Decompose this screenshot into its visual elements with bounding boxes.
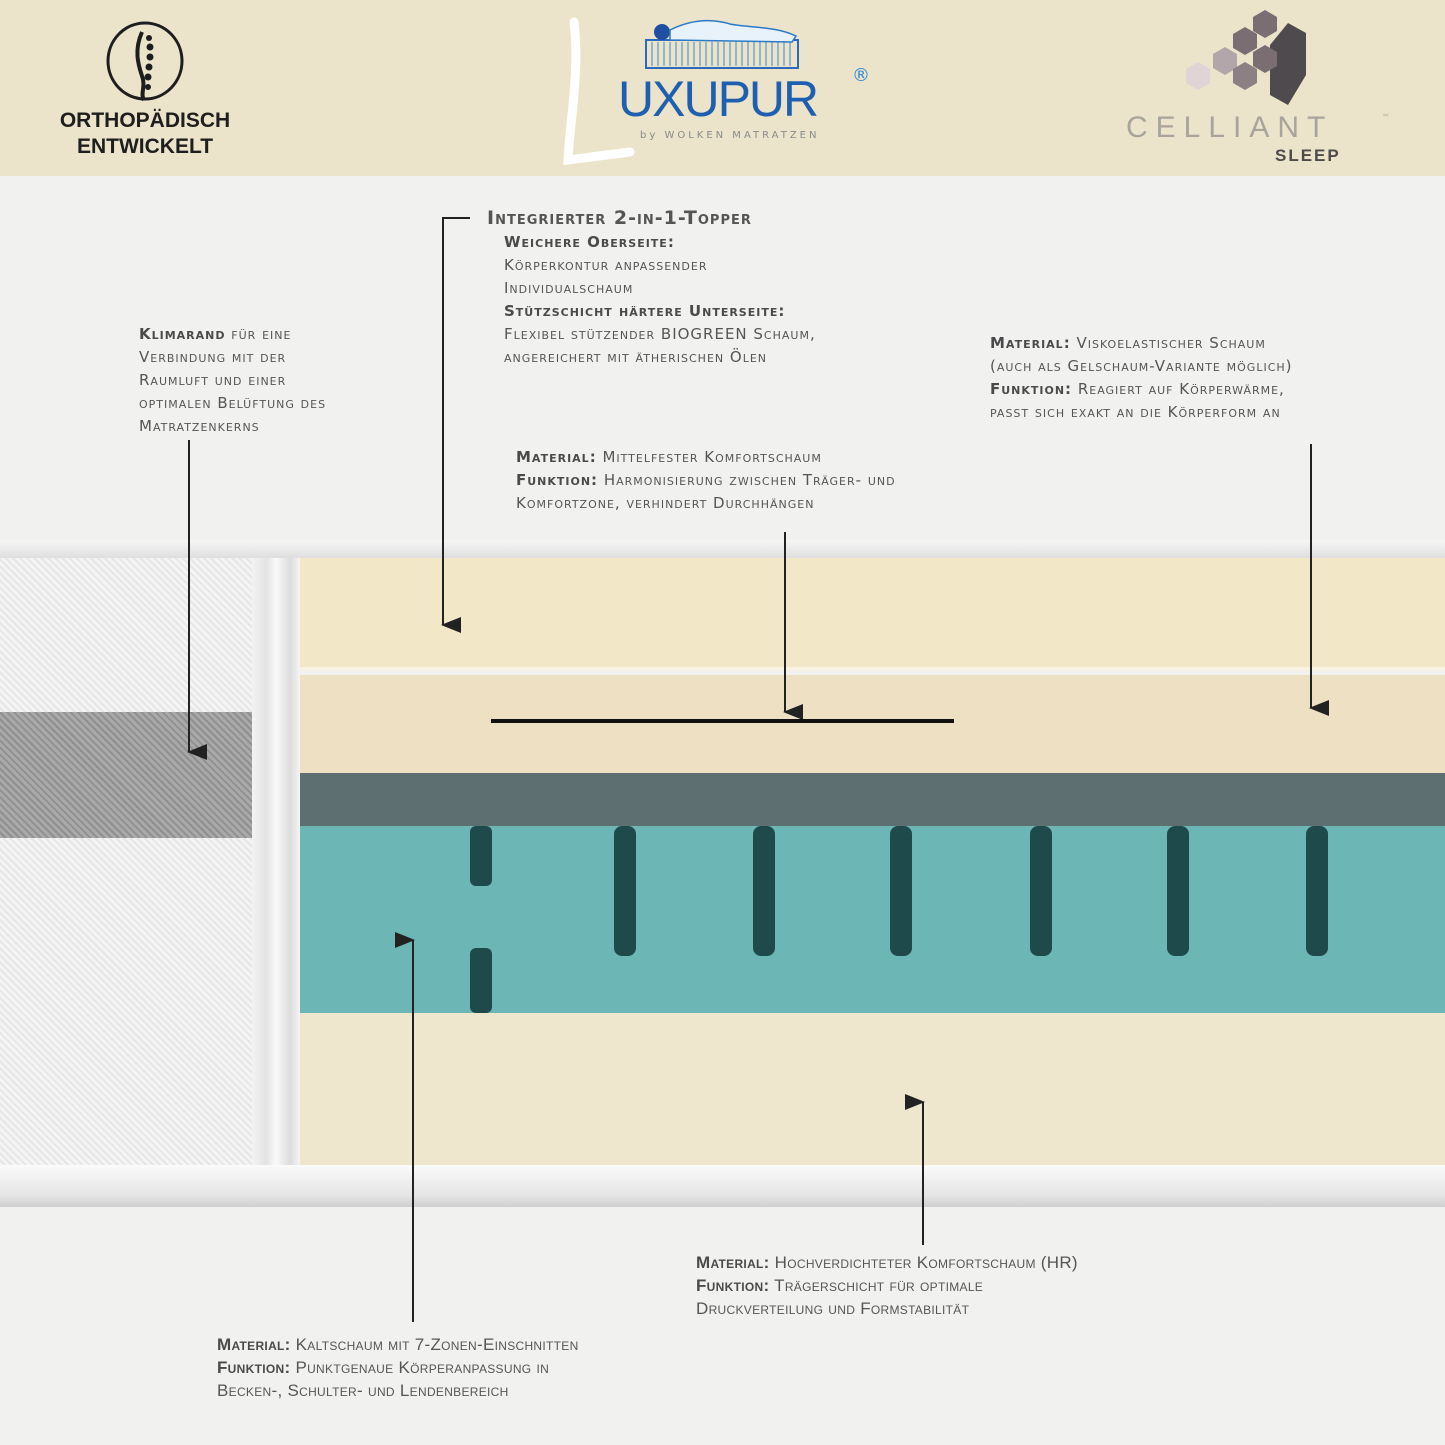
function-label: Funktion: <box>990 380 1073 398</box>
comfort-line: Komfortzone, verhindert Durchhängen <box>516 494 815 512</box>
comfort-annotation: Material: Mittelfester Komfortschaum Fun… <box>516 446 896 515</box>
side-strip <box>252 558 300 1173</box>
side-gray-band <box>0 712 252 838</box>
topper-line: Individualschaum <box>504 279 634 297</box>
function-label: Funktion: <box>696 1276 770 1295</box>
mattress-cover-top <box>0 540 1445 560</box>
material-label: Material: <box>696 1253 770 1272</box>
klimarand-line: Matratzenkerns <box>139 417 260 435</box>
visco-line: (auch als Gelschaum-Variante möglich) <box>990 357 1293 375</box>
brand-byline: by WOLKEN MATRATZEN <box>640 130 820 141</box>
trademark: ™ <box>1382 113 1390 122</box>
celliant-sleep: SLEEP <box>1275 146 1341 165</box>
cold-foam-line: Kaltschaum mit 7-Zonen-Einschnitten <box>290 1335 579 1354</box>
hexagon-icon <box>1186 10 1306 105</box>
cold-foam-line: Punktgenaue Körperanpassung in <box>290 1358 550 1377</box>
ortho-line-1: ORTHOPÄDISCH <box>59 109 231 132</box>
luxupur-logo: UXUPUR ® by WOLKEN MATRATZEN <box>560 10 890 175</box>
visco-annotation: Material: Viskoelastischer Schaum (auch … <box>990 332 1293 424</box>
klimarand-label: Klimarand <box>139 325 226 343</box>
mattress-cover-bottom <box>0 1165 1445 1207</box>
comfort-line: Harmonisierung zwischen Träger- und <box>598 471 896 489</box>
hr-line: Druckverteilung und Formstabilität <box>696 1299 970 1318</box>
material-label: Material: <box>217 1335 291 1354</box>
klimarand-line: für eine <box>225 325 292 343</box>
klimarand-line: Verbindung mit der <box>139 348 287 366</box>
celliant-logo: CELLIANT ™ SLEEP <box>1120 5 1400 170</box>
hr-base-layer <box>300 1013 1445 1165</box>
topper-line: Körperkontur anpassender <box>504 256 708 274</box>
cold-foam-7-zone-layer <box>300 826 1445 1013</box>
material-label: Material: <box>990 334 1071 352</box>
hr-line: Trägerschicht für optimale <box>769 1276 984 1295</box>
visco-line: Viskoelastischer Schaum <box>1070 334 1266 352</box>
material-label: Material: <box>516 448 597 466</box>
visco-line: passt sich exakt an die Körperform an <box>990 403 1281 421</box>
spine-icon <box>106 21 184 102</box>
visco-line: Reagiert auf Körperwärme, <box>1072 380 1285 398</box>
hr-line: Hochverdichteter Komfortschaum (HR) <box>769 1253 1078 1272</box>
function-label: Funktion: <box>516 471 599 489</box>
klimarand-annotation: Klimarand für eine Verbindung mit der Ra… <box>139 323 326 438</box>
topper-line: angereichert mit ätherischen Ölen <box>504 348 768 366</box>
celliant-name: CELLIANT <box>1126 111 1334 144</box>
topper-annotation: Integrierter 2-in-1-Topper Weichere Ober… <box>487 205 816 369</box>
registered-mark: ® <box>852 65 870 86</box>
comfort-foam-layer <box>300 675 1445 773</box>
orthopedic-badge: ORTHOPÄDISCH ENTWICKELT <box>40 20 250 160</box>
hr-annotation: Material: Hochverdichteter Komfortschaum… <box>696 1251 1078 1320</box>
zone-cuts <box>470 826 1328 1013</box>
viscoelastic-layer <box>300 773 1445 826</box>
klimarand-line: Raumluft und einer <box>139 371 287 389</box>
brand-name: UXUPUR <box>618 71 819 127</box>
topper-line: Flexibel stützender BIOGREEN Schaum, <box>504 325 816 343</box>
topper-layer <box>300 558 1445 671</box>
side-knit-panel <box>0 558 252 1173</box>
topper-lower-label: Stützschicht härtere Unterseite: <box>504 302 786 320</box>
cold-foam-annotation: Material: Kaltschaum mit 7-Zonen-Einschn… <box>217 1333 579 1402</box>
ortho-line-2: ENTWICKELT <box>76 135 214 158</box>
cold-foam-line: Becken-, Schulter- und Lendenbereich <box>217 1381 509 1400</box>
comfort-line: Mittelfester Komfortschaum <box>596 448 822 466</box>
klimarand-line: optimalen Belüftung des <box>139 394 327 412</box>
header-banner: ORTHOPÄDISCH ENTWICKELT UXUPUR ® by WOLK… <box>0 0 1445 176</box>
sleeper-mattress-icon <box>563 17 799 166</box>
function-label: Funktion: <box>217 1358 291 1377</box>
topper-title: Integrierter 2-in-1-Topper <box>487 207 752 229</box>
topper-upper-label: Weichere Oberseite: <box>504 233 675 251</box>
